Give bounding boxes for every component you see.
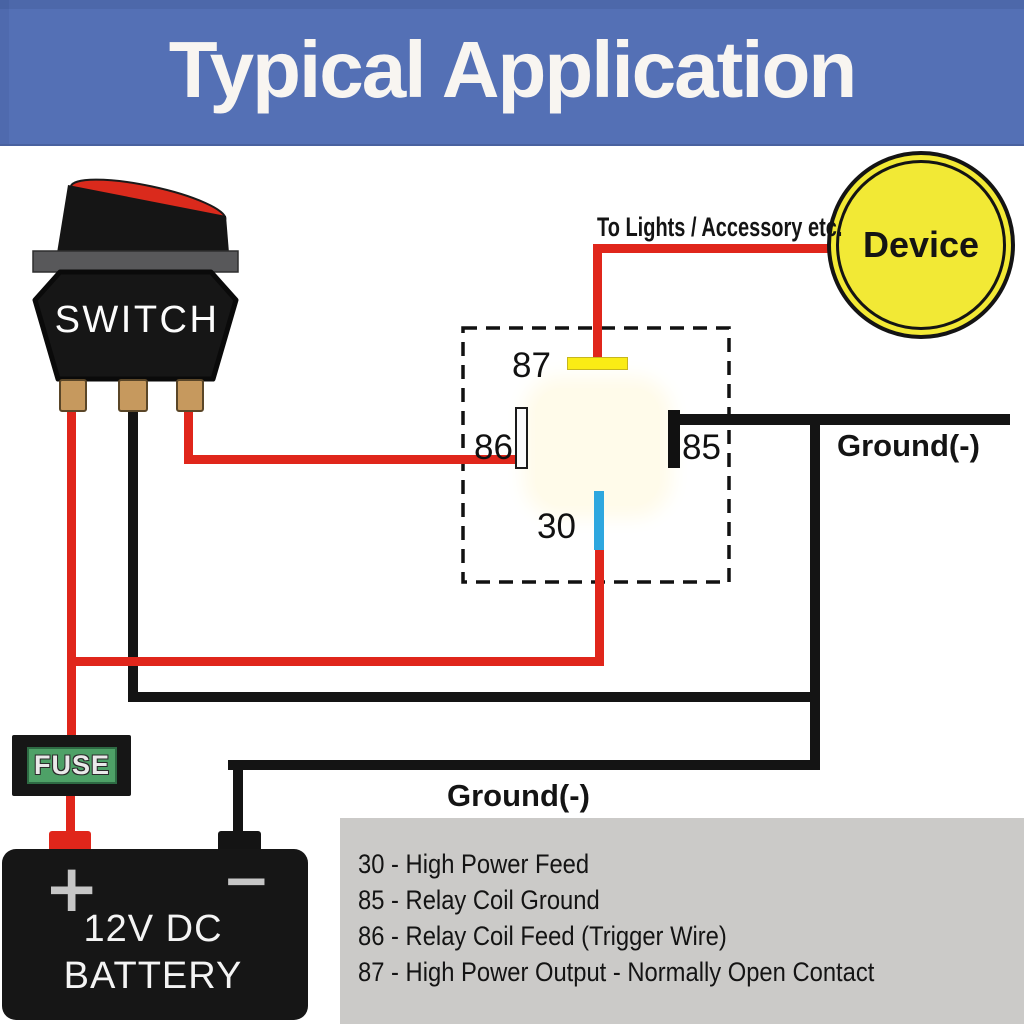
- switch-label: SWITCH: [55, 299, 220, 341]
- wire-power-bus-horizontal: [67, 657, 604, 666]
- ground-label-bottom: Ground(-): [447, 778, 590, 813]
- battery-plus-symbol: +: [44, 850, 100, 927]
- wire-switch-trigger-vertical: [184, 411, 193, 464]
- wire-relay87-vertical: [593, 244, 602, 365]
- battery-positive-terminal: [49, 831, 91, 851]
- relay-terminal-85-bar: [668, 410, 680, 468]
- wire-ground-bus-vertical: [810, 416, 820, 770]
- rocker-switch-graphic: SWITCH: [32, 178, 239, 412]
- fuse-body: FUSE: [27, 747, 117, 784]
- legend-list: 30 - High Power Feed 85 - Relay Coil Gro…: [358, 846, 874, 990]
- wire-switch-trigger-to-relay86: [184, 455, 518, 464]
- to-lights-label: To Lights / Accessory etc.: [597, 212, 843, 242]
- wire-relay30-vertical: [595, 548, 604, 666]
- relay-terminal-86-bar: [515, 407, 528, 469]
- relay-pin-label-30: 30: [537, 507, 576, 546]
- relay-terminal-87-bar: [567, 357, 628, 370]
- wire-switch-to-fuse: [67, 411, 76, 747]
- relay-pin-label-86: 86: [474, 428, 513, 467]
- legend-item-85: 85 - Relay Coil Ground: [358, 885, 600, 915]
- legend-item-86: 86 - Relay Coil Feed (Trigger Wire): [358, 921, 727, 951]
- legend-item-30: 30 - High Power Feed: [358, 849, 590, 879]
- rocker-switch: SWITCH: [25, 168, 250, 418]
- switch-body: [32, 269, 239, 382]
- device-circle: Device: [827, 151, 1015, 339]
- relay-pin-label-87: 87: [512, 346, 551, 385]
- wire-relay85-to-ground: [672, 414, 1010, 425]
- fuse-holder: FUSE: [12, 735, 131, 796]
- battery: [2, 849, 308, 1020]
- page-title: Typical Application: [168, 25, 858, 114]
- ground-label-top: Ground(-): [837, 428, 980, 463]
- wire-relay87-to-device: [593, 244, 836, 253]
- device-label: Device: [862, 224, 980, 265]
- legend-panel: 30 - High Power Feed 85 - Relay Coil Gro…: [340, 818, 1024, 1024]
- wire-switch-to-ground: [128, 411, 138, 702]
- switch-rocker-front: [57, 185, 229, 253]
- device-inner-ring: Device: [836, 160, 1006, 330]
- wire-ground-bus-horizontal: [128, 692, 820, 702]
- wire-battery-negative-vertical: [233, 765, 243, 833]
- legend-item-87: 87 - High Power Output - Normally Open C…: [358, 957, 875, 987]
- relay-terminal-30-bar: [594, 491, 604, 550]
- battery-voltage-label: 12V DC: [83, 908, 223, 950]
- switch-terminal-left: [59, 379, 87, 412]
- battery-name-label: BATTERY: [63, 955, 243, 997]
- header-banner: Typical Application: [0, 0, 1024, 146]
- relay-pin-label-85: 85: [682, 428, 721, 467]
- battery-minus-symbol: −: [222, 846, 271, 914]
- switch-bezel: [32, 250, 239, 273]
- battery-negative-terminal: [218, 831, 261, 851]
- relay-coil-highlight: [535, 388, 660, 506]
- switch-terminal-right: [176, 379, 204, 412]
- switch-terminal-middle: [118, 379, 148, 412]
- fuse-label: FUSE: [33, 750, 110, 780]
- wire-battery-negative-horizontal: [228, 760, 820, 770]
- wire-fuse-to-battery: [66, 790, 75, 834]
